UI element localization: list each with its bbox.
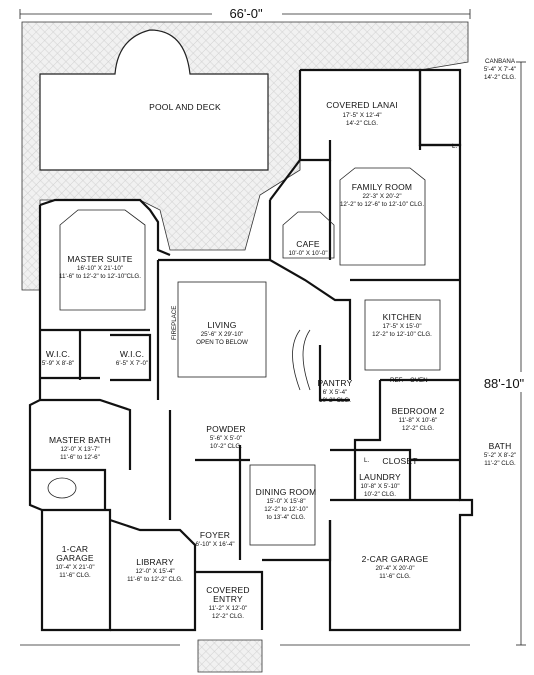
bedroom2-name: BEDROOM 2 (392, 406, 445, 416)
masterbath-name: MASTER BATH (49, 435, 111, 445)
cabana-size: 5'-4" X 7'-4" (484, 66, 516, 73)
family-clg: 12'-2" to 12'-6" to 12'-10" CLG. (340, 201, 424, 208)
wic1-name: W.I.C. (46, 349, 70, 359)
dining-size: 15'-0" X 15'-8" (266, 498, 305, 505)
pantry-clg: 10'-2" CLG. (319, 397, 351, 404)
bedroom2-clg: 12'-2" CLG. (402, 425, 434, 432)
foyer-name: FOYER (200, 530, 230, 540)
living-size: 25'-6" X 29'-10" (201, 331, 244, 338)
library-clg: 11'-6" to 12'-2" CLG. (127, 576, 183, 583)
bedroom2-size: 11'-8" X 10'-6" (399, 417, 438, 424)
living-name: LIVING (207, 320, 236, 330)
lanai-clg: 14'-2" CLG. (346, 120, 378, 127)
foyer-size: 6'-10" X 16'-4" (195, 541, 234, 548)
cafe-name: CAFE (296, 239, 320, 249)
closet-name: CLOSET (382, 456, 417, 466)
garage2-size: 20'-4" X 20'-0" (375, 565, 414, 572)
laundry-clg: 10'-2" CLG. (364, 491, 396, 498)
wic2-size: 6'-5" X 7'-0" (116, 360, 148, 367)
bath-name: BATH (489, 441, 512, 451)
powder-clg: 10'-2" CLG. (210, 443, 242, 450)
lanai-size: 17'-5" X 12'-4" (342, 112, 381, 119)
kitchen-clg: 12'-2" to 12'-10" CLG. (372, 331, 432, 338)
bedroom-l-label: L. (364, 457, 369, 464)
room-labels: CANBANA 5'-4" X 7'-4" 14'-2" CLG. COVERE… (42, 58, 516, 620)
entry-size: 11'-2" X 12'-0" (209, 605, 248, 612)
overall-depth-label: 88'-10" (484, 376, 525, 391)
ceiling-trays (47, 167, 441, 546)
ref-label: REF. (390, 377, 404, 384)
interior-walls (30, 159, 460, 560)
cabana-wall (418, 68, 462, 147)
bath-clg: 11'-2" CLG. (484, 460, 516, 467)
wic2-name: W.I.C. (120, 349, 144, 359)
bath-size: 5'-2" X 8'-2" (484, 452, 516, 459)
family-name: FAMILY ROOM (352, 182, 412, 192)
cabana-l-label: L. (452, 143, 457, 150)
lanai-name: COVERED LANAI (326, 100, 398, 110)
powder-size: 5'-6" X 5'-0" (210, 435, 242, 442)
pantry-name: PANTRY (318, 378, 353, 388)
exterior-walls (28, 68, 474, 632)
living-note: OPEN TO BELOW (196, 339, 248, 346)
front-walkway (197, 639, 263, 673)
kitchen-size: 17'-5" X 15'-0" (382, 323, 421, 330)
laundry-size: 10'-8" X 5'-10" (360, 483, 399, 490)
pool-label: POOL AND DECK (149, 102, 221, 112)
bathtub (47, 477, 77, 499)
entry-name2: ENTRY (213, 594, 243, 604)
dining-name: DINING ROOM (256, 487, 317, 497)
master-clg: 11'-6" to 12'-2" to 12'-10"CLG. (59, 273, 141, 280)
garage1-size: 10'-4" X 21'-0" (55, 564, 94, 571)
fireplace-label: FIREPLACE (171, 306, 178, 340)
pantry-size: 6' X 5'-4" (323, 389, 348, 396)
stair (292, 329, 311, 391)
oven-label: OVEN (410, 377, 428, 384)
garage1-name1: 1-CAR (62, 544, 89, 554)
masterbath-clg: 11'-6" to 12'-6" (60, 454, 100, 461)
cabana-name: CANBANA (485, 58, 516, 65)
cabana-clg: 14'-2" CLG. (484, 74, 516, 81)
library-name: LIBRARY (136, 557, 174, 567)
cafe-size: 10'-0" X 10'-0" (288, 250, 327, 257)
garage1-clg: 11'-6" CLG. (59, 572, 91, 579)
depth-dimension: 88'-10" (476, 61, 534, 646)
masterbath-size: 12'-0" X 13'-7" (60, 446, 99, 453)
library-size: 12'-0" X 15'-4" (135, 568, 174, 575)
kitchen-name: KITCHEN (383, 312, 422, 322)
wic1-size: 5'-9" X 8'-8" (42, 360, 74, 367)
entry-clg: 12'-2" CLG. (212, 613, 244, 620)
garage2-clg: 11'-6" CLG. (379, 573, 411, 580)
laundry-name: LAUNDRY (359, 472, 401, 482)
master-size: 16'-10" X 21'-10" (77, 265, 123, 272)
overall-width-label: 66'-0" (229, 6, 263, 21)
garage2-name: 2-CAR GARAGE (362, 554, 429, 564)
family-size: 22'-3" X 20'-2" (362, 193, 401, 200)
dining-clg2: to 13'-4" CLG. (267, 514, 306, 521)
dining-clg1: 12'-2" to 12'-10" (264, 506, 308, 513)
garage1-name2: GARAGE (56, 553, 94, 563)
pool (39, 29, 269, 171)
master-name: MASTER SUITE (67, 254, 132, 264)
entry-name1: COVERED (206, 585, 249, 595)
powder-name: POWDER (206, 424, 245, 434)
width-dimension: 66'-0" (19, 3, 471, 21)
